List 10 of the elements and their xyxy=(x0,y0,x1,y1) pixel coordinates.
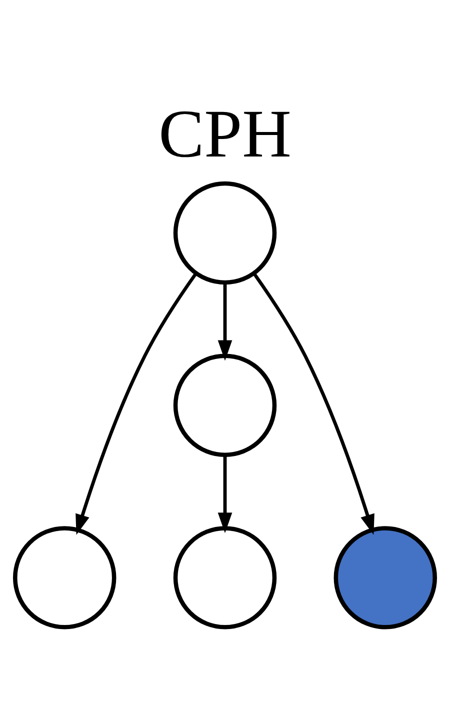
arrow xyxy=(76,272,198,535)
arrow xyxy=(218,282,232,361)
node-circle xyxy=(334,526,437,630)
node-circle xyxy=(173,526,277,630)
arrow xyxy=(252,272,374,535)
arrow xyxy=(218,455,232,534)
node-circle xyxy=(173,354,277,457)
diagram-title: CPH xyxy=(158,95,292,172)
node-circle xyxy=(173,181,277,285)
node-circle xyxy=(13,526,116,630)
